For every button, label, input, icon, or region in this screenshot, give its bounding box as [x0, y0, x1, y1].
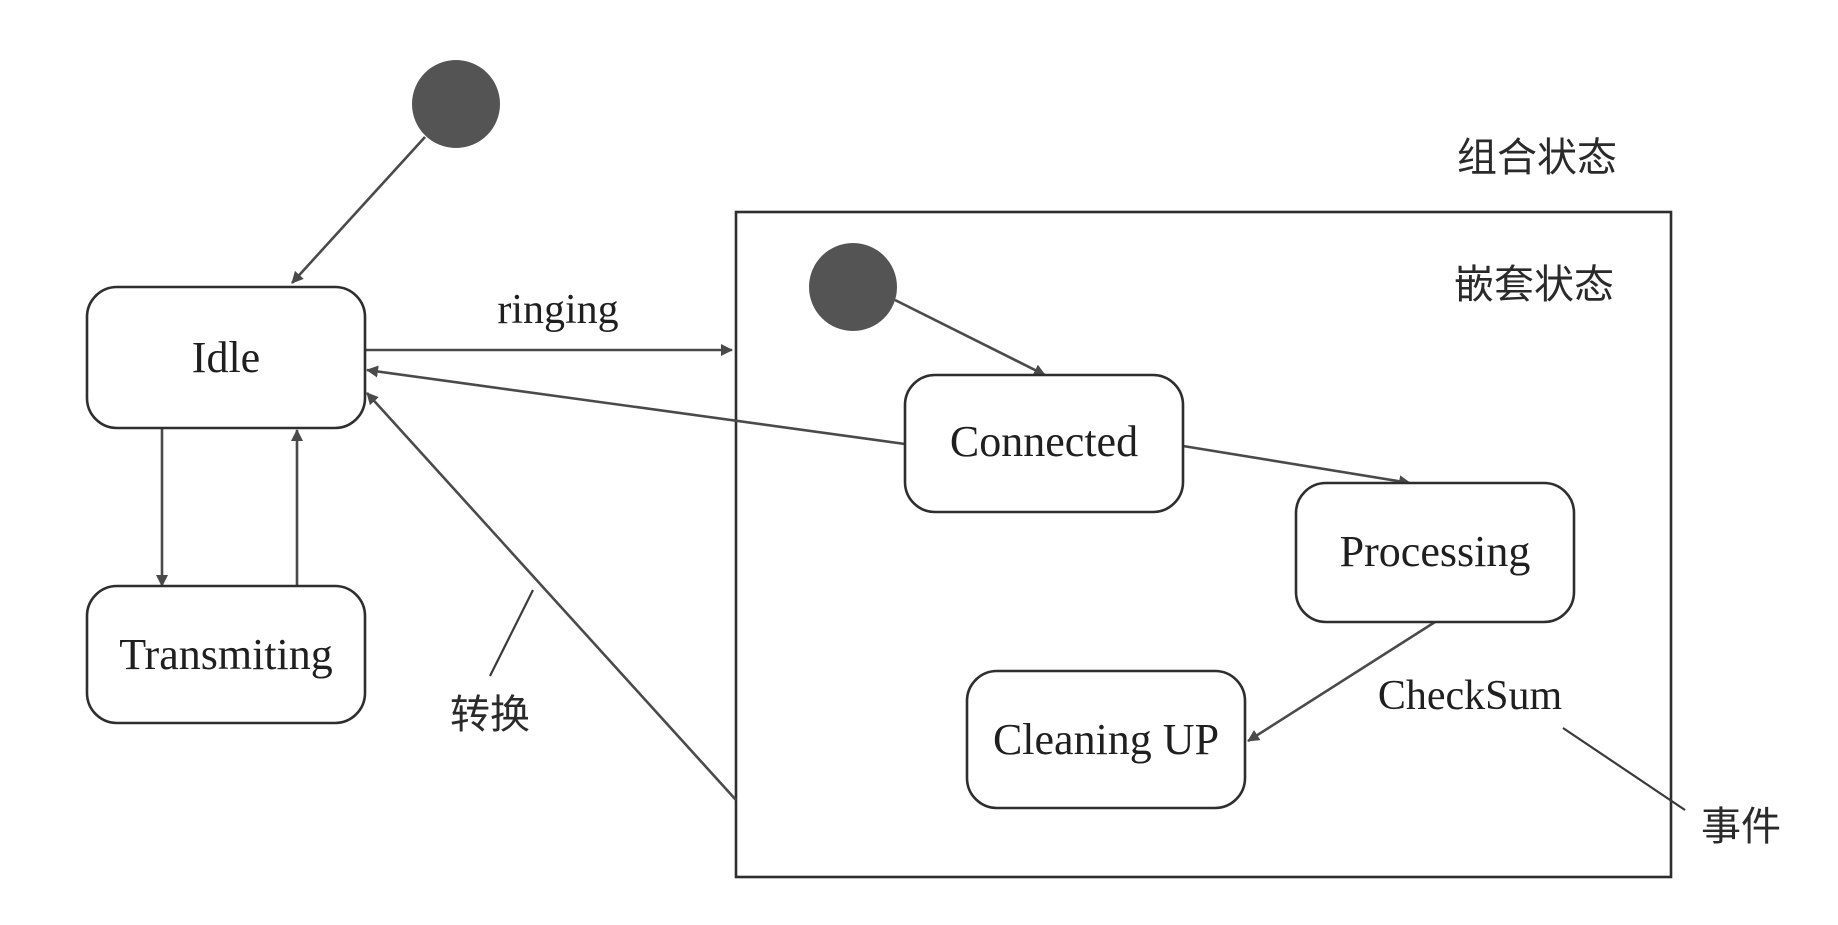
edge-processing-to-cleaning-up: [1247, 620, 1436, 743]
initial-node-top: [412, 60, 500, 148]
edge-nested-initial-to-connected: [894, 298, 1046, 377]
checksum-label: CheckSum: [1378, 673, 1563, 719]
composite-state-label: 组合状态: [1457, 135, 1617, 181]
callout-line-event: [1562, 727, 1686, 811]
edge-connected-to-processing: [1182, 444, 1411, 488]
callout-line-transition: [489, 589, 534, 677]
edge-initial-to-idle: [291, 136, 426, 284]
state-processing-label: Processing: [1340, 527, 1531, 576]
nested-state-label: 嵌套状态: [1454, 262, 1614, 308]
state-idle: [85, 285, 367, 430]
state-transmiting-label: Transmiting: [119, 630, 333, 679]
transition-label: 转换: [450, 692, 530, 738]
edge-composite-to-idle: [366, 392, 737, 801]
state-cleaning-up: [965, 669, 1247, 810]
initial-node-nested: [809, 243, 897, 331]
ringing-label: ringing: [497, 287, 618, 333]
state-cleaning-up-label: Cleaning UP: [993, 715, 1219, 764]
state-idle-label: Idle: [192, 333, 260, 382]
state-processing: [1294, 481, 1576, 624]
edge-connected-to-idle: [366, 365, 906, 446]
event-label: 事件: [1701, 804, 1781, 850]
state-connected: [903, 373, 1185, 514]
state-connected-label: Connected: [950, 417, 1138, 466]
composite-state-box: [734, 210, 1673, 879]
state-transmiting: [85, 584, 367, 725]
